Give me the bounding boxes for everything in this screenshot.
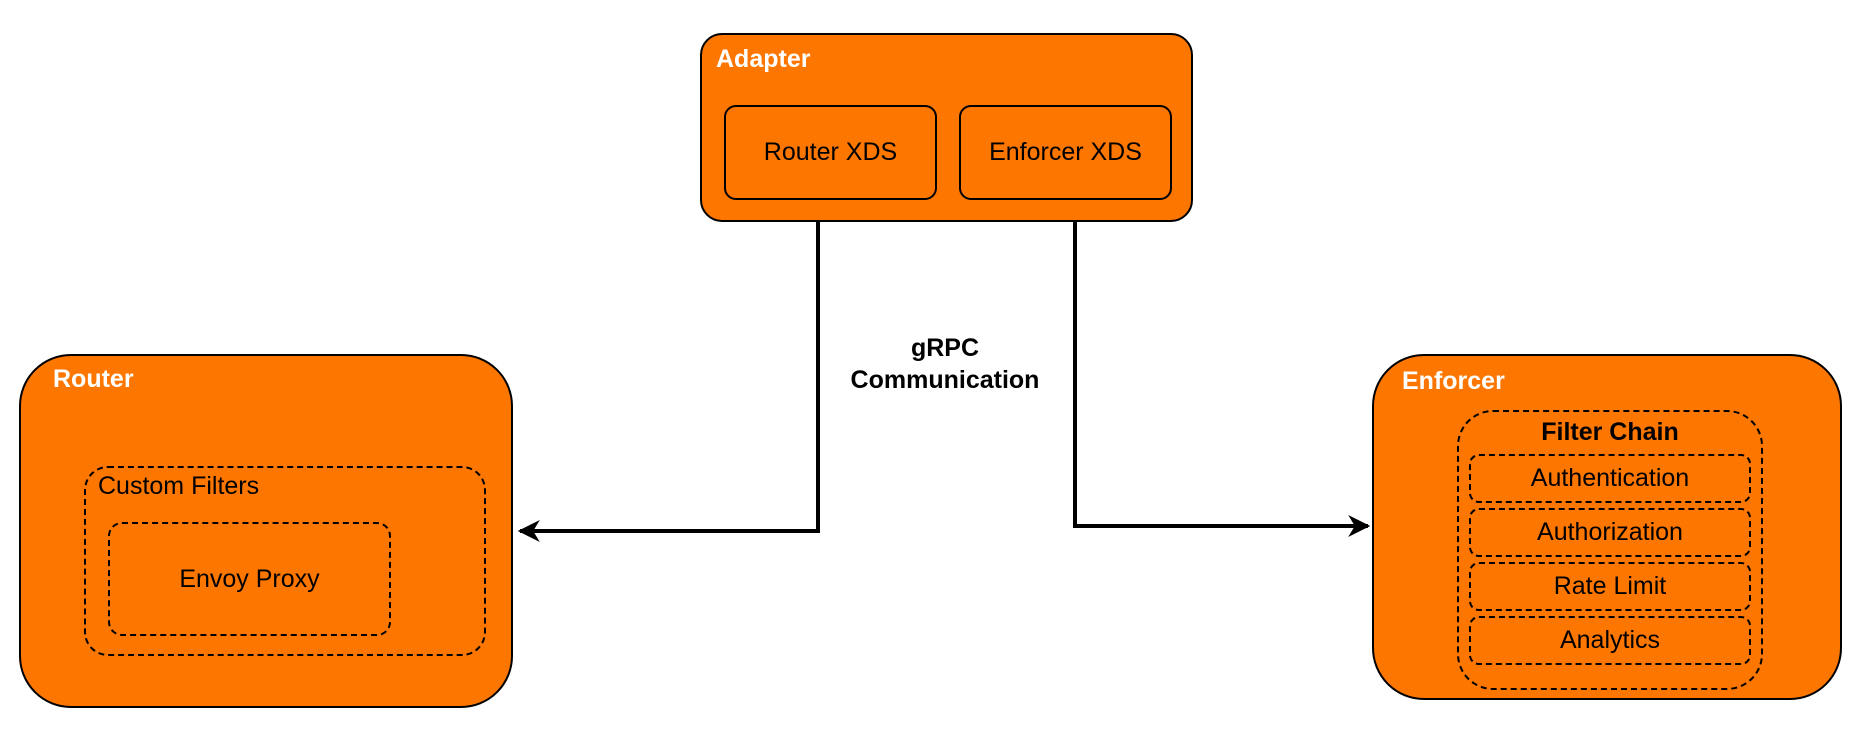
router-node[interactable]: Router Custom Filters Envoy Proxy — [19, 354, 513, 708]
enforcer-node[interactable]: Enforcer Filter Chain Authentication Aut… — [1372, 354, 1842, 700]
filter-chain-group[interactable]: Filter Chain Authentication Authorizatio… — [1457, 410, 1763, 690]
router-xds-to-router-edge — [517, 200, 820, 542]
filter-chain-label: Filter Chain — [1541, 418, 1679, 446]
custom-filters-group[interactable]: Custom Filters Envoy Proxy — [84, 466, 486, 656]
grpc-label-line1: gRPC — [910, 334, 980, 362]
router-xds-node[interactable]: Router XDS — [724, 105, 937, 200]
filter-item-analytics[interactable]: Analytics — [1469, 616, 1751, 665]
enforcer-xds-to-enforcer-edge — [1073, 200, 1371, 537]
adapter-node[interactable]: Adapter Router XDS Enforcer XDS — [700, 33, 1193, 222]
grpc-communication-label: gRPC Communication — [820, 332, 1070, 396]
enforcer-title: Enforcer — [1402, 367, 1505, 395]
enforcer-xds-node[interactable]: Enforcer XDS — [959, 105, 1172, 200]
adapter-title: Adapter — [716, 45, 811, 73]
filter-item-rate-limit[interactable]: Rate Limit — [1469, 562, 1751, 611]
grpc-label-line2: Communication — [850, 366, 1040, 394]
filter-item-authentication[interactable]: Authentication — [1469, 454, 1751, 503]
custom-filters-label: Custom Filters — [98, 472, 260, 500]
envoy-proxy-node[interactable]: Envoy Proxy — [108, 522, 391, 636]
router-title: Router — [53, 365, 134, 393]
envoy-proxy-label: Envoy Proxy — [179, 564, 320, 593]
filter-item-authorization[interactable]: Authorization — [1469, 508, 1751, 557]
